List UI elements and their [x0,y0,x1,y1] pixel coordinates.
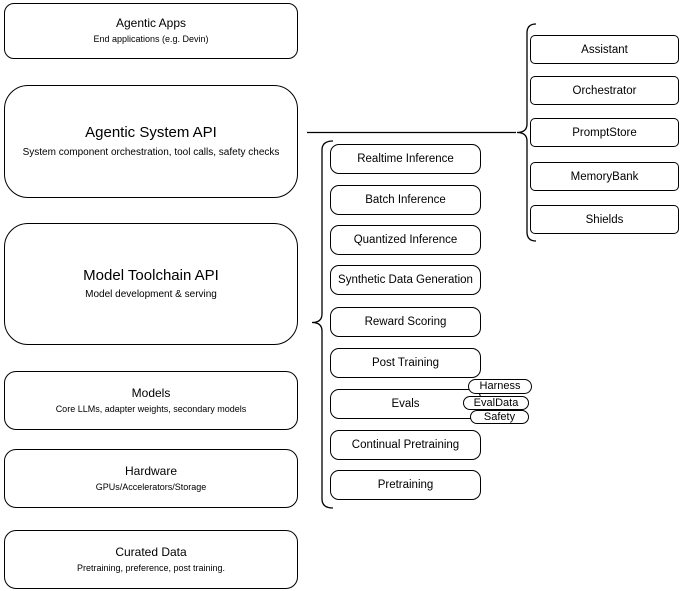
eval-pill-harness: Harness [468,379,532,394]
box-subtitle: Pretraining, preference, post training. [76,562,226,573]
service-box-quantized-inference: Quantized Inference [330,225,481,255]
component-box-memorybank: MemoryBank [530,162,679,191]
box-agentic-system-api: Agentic System API System component orch… [4,85,298,198]
service-box-evals: Evals [330,389,481,419]
box-subtitle: GPUs/Accelerators/Storage [95,481,207,492]
eval-pill-evaldata: EvalData [463,396,529,410]
box-subtitle: Core LLMs, adapter weights, secondary mo… [55,403,247,414]
box-title: Models [131,385,171,400]
box-subtitle: End applications (e.g. Devin) [93,34,209,45]
box-hardware: Hardware GPUs/Accelerators/Storage [4,449,298,508]
agentic-components-brace [516,23,537,242]
service-box-batch-inference: Batch Inference [330,185,481,215]
box-agentic-apps: Agentic Apps End applications (e.g. Devi… [4,3,298,59]
box-title: Model Toolchain API [83,266,219,284]
service-box-realtime-inference: Realtime Inference [330,144,481,174]
box-models: Models Core LLMs, adapter weights, secon… [4,371,298,430]
box-title: Agentic System API [85,124,217,142]
component-box-assistant: Assistant [530,35,679,64]
box-subtitle: System component orchestration, tool cal… [22,146,280,158]
box-subtitle: Model development & serving [85,289,217,301]
service-box-reward-scoring: Reward Scoring [330,307,481,337]
service-box-synthetic-data-generation: Synthetic Data Generation [330,265,481,295]
toolchain-services-brace [311,140,334,509]
service-box-post-training: Post Training [330,348,481,378]
component-box-promptstore: PromptStore [530,118,679,147]
box-title: Hardware [124,463,178,478]
component-box-shields: Shields [530,205,679,234]
box-title: Curated Data [115,544,187,559]
component-box-orchestrator: Orchestrator [530,76,679,105]
eval-pill-safety: Safety [470,410,529,424]
box-curated-data: Curated Data Pretraining, preference, po… [4,530,298,589]
box-model-toolchain-api: Model Toolchain API Model development & … [4,223,298,345]
service-box-continual-pretraining: Continual Pretraining [330,430,481,460]
service-box-pretraining: Pretraining [330,470,481,500]
box-title: Agentic Apps [115,16,187,31]
